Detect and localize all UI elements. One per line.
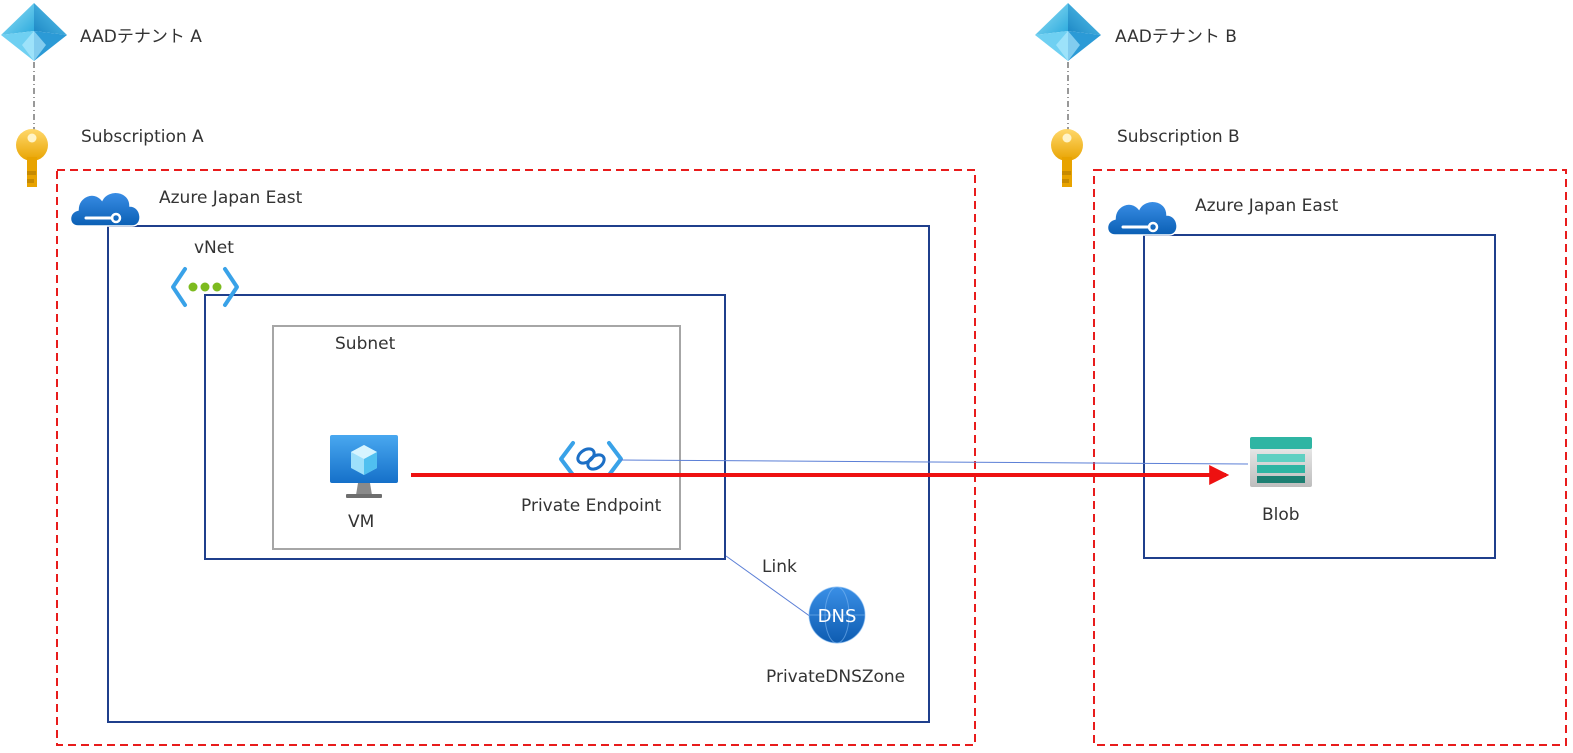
- azure-region-cloud-icon: [1106, 200, 1178, 236]
- link-label: Link: [762, 557, 797, 577]
- dns-icon-text: DNS: [818, 606, 857, 627]
- subscription-key-icon: [1051, 129, 1083, 187]
- aad-tenant-icon: [1035, 3, 1101, 61]
- dns-zone-icon: DNS: [808, 586, 866, 644]
- blob-storage-icon: [1250, 437, 1312, 487]
- private-endpoint-icon: [559, 441, 623, 477]
- vnet-label: vNet: [194, 238, 234, 258]
- vm-icon: [330, 435, 398, 498]
- region-b-label: Azure Japan East: [1195, 196, 1339, 216]
- subscription-a-boundary: [56, 169, 976, 746]
- subscription-a-label: Subscription A: [81, 127, 204, 147]
- tenant-a-label: AADテナント A: [80, 27, 202, 47]
- endpoint-to-blob-link: [619, 459, 1249, 465]
- tenant-b-group: [1035, 3, 1567, 746]
- subscription-b-label: Subscription B: [1117, 127, 1240, 147]
- tenant-b-label: AADテナント B: [1115, 27, 1237, 47]
- dns-link-line: [725, 555, 819, 623]
- region-a-label: Azure Japan East: [159, 188, 303, 208]
- region-b-boundary: [1143, 234, 1496, 559]
- dns-zone-label: PrivateDNSZone: [766, 667, 906, 687]
- azure-region-cloud-icon: [69, 191, 141, 227]
- subscription-key-icon: [16, 129, 48, 187]
- subscription-b-boundary: [1093, 169, 1567, 746]
- aad-tenant-icon: [1, 3, 67, 61]
- private-endpoint-label: Private Endpoint: [521, 496, 662, 516]
- blob-label: Blob: [1262, 505, 1300, 525]
- subnet-label: Subnet: [335, 334, 396, 354]
- vnet-icon: [171, 267, 239, 307]
- subnet-boundary: [272, 325, 681, 550]
- vnet-boundary: [204, 294, 726, 560]
- vm-label: VM: [348, 512, 375, 532]
- tenant-a-group: DNS: [1, 3, 976, 746]
